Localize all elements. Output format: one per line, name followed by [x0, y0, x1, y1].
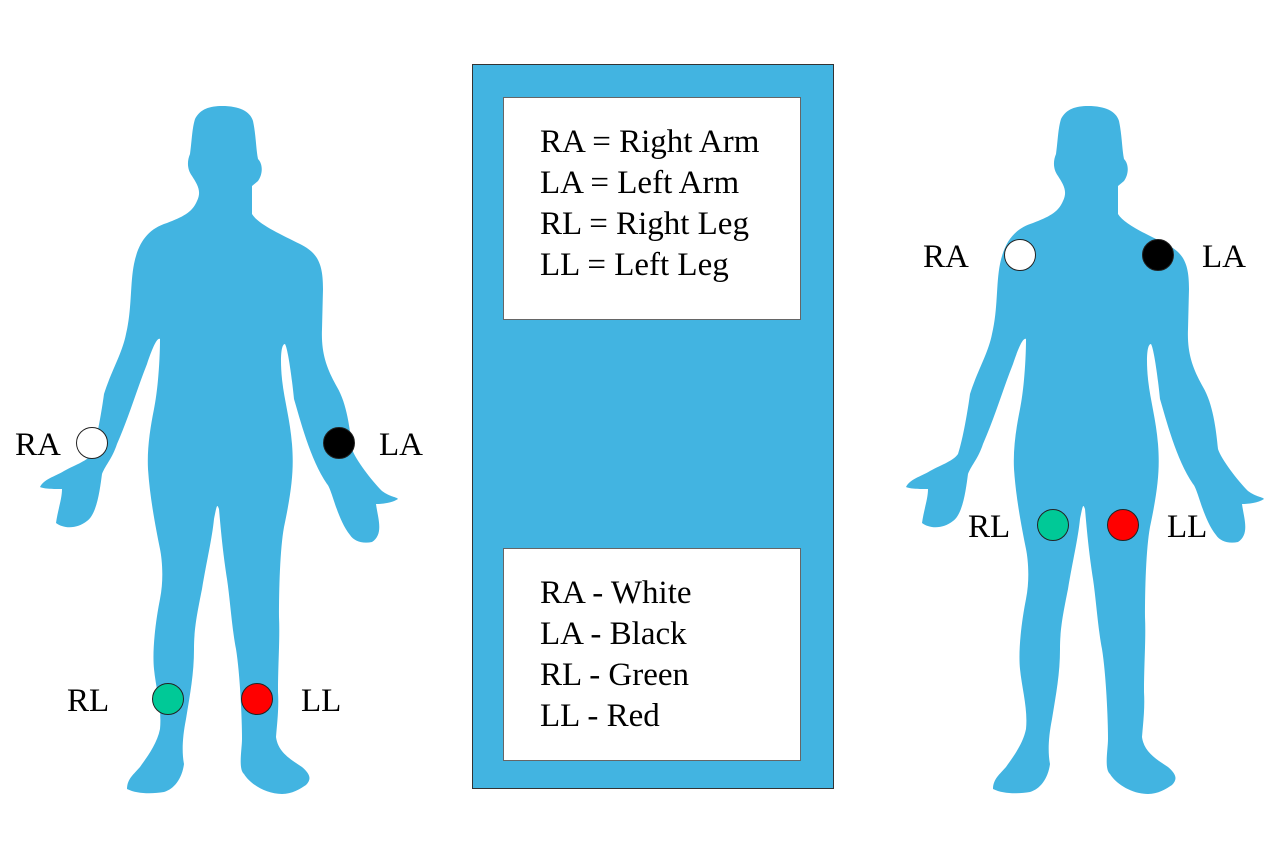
human-body-silhouette [906, 106, 1264, 794]
figure-limb-lead-placement: RA LA RL LL [15, 106, 423, 794]
electrode-label-rl: RL [67, 683, 109, 719]
electrode-ra [76, 427, 108, 459]
electrode-rl [152, 683, 184, 715]
electrode-label-rl: RL [968, 509, 1010, 545]
legend-line-rl: RL = Right Leg [540, 206, 749, 242]
legend-panel: RA = Right Arm LA = Left Arm RL = Right … [472, 64, 834, 789]
electrode-label-la: LA [379, 427, 423, 463]
electrode-rl [1037, 509, 1069, 541]
color-line-ra: RA - White [540, 575, 692, 611]
legend-line-la: LA = Left Arm [540, 165, 740, 201]
electrode-label-ll: LL [1167, 509, 1207, 545]
electrode-label-ll: LL [301, 683, 341, 719]
electrode-ll [241, 683, 273, 715]
figure-torso-lead-placement: RA LA RL LL [906, 106, 1264, 794]
electrode-ll [1107, 509, 1139, 541]
color-line-ll: LL - Red [540, 698, 660, 734]
color-line-rl: RL - Green [540, 657, 690, 693]
electrode-label-ra: RA [15, 427, 61, 463]
legend-line-ra: RA = Right Arm [540, 124, 760, 160]
electrode-label-ra: RA [923, 239, 969, 275]
color-code-legend: RA - White LA - Black RL - Green LL - Re… [503, 548, 801, 761]
color-line-la: LA - Black [540, 616, 687, 652]
electrode-ra [1004, 239, 1036, 271]
electrode-la [1142, 239, 1174, 271]
electrode-la [323, 427, 355, 459]
abbreviation-legend: RA = Right Arm LA = Left Arm RL = Right … [503, 97, 801, 320]
electrode-label-la: LA [1202, 239, 1246, 275]
legend-line-ll: LL = Left Leg [540, 247, 729, 283]
